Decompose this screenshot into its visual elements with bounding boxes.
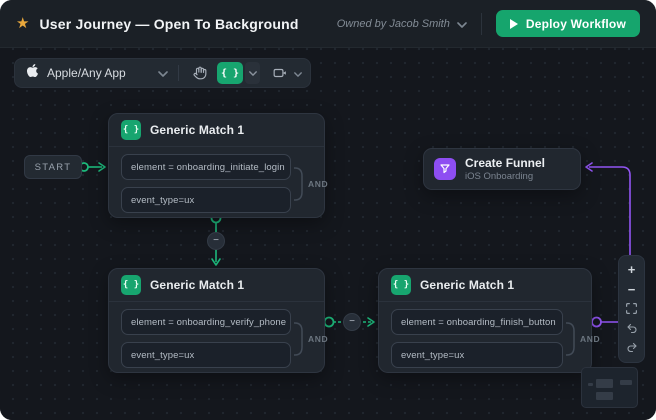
recording-camera-icon[interactable]: [269, 62, 291, 84]
edge-start-to-match1[interactable]: [79, 162, 106, 172]
node-title: Generic Match 1: [420, 278, 515, 292]
deploy-workflow-button[interactable]: Deploy Workflow: [495, 10, 640, 37]
toolbar-divider: [178, 65, 179, 81]
condition-row[interactable]: event_type=ux: [121, 342, 291, 368]
remove-edge-button[interactable]: −: [343, 313, 361, 331]
app-selector-dropdown[interactable]: Apple/Any App: [26, 63, 168, 83]
undo-button[interactable]: [621, 320, 642, 337]
fit-view-button[interactable]: [621, 300, 642, 317]
apple-logo-icon: [26, 63, 39, 83]
node-generic-match-2[interactable]: { } Generic Match 1 element = onboarding…: [108, 268, 328, 373]
canvas-toolbar: Apple/Any App { }: [14, 58, 311, 88]
and-operator: AND: [566, 309, 600, 368]
header-divider: [480, 12, 482, 35]
zoom-in-button[interactable]: +: [621, 261, 642, 278]
node-generic-match-1[interactable]: { } Generic Match 1 element = onboarding…: [108, 113, 328, 218]
condition-row[interactable]: event_type=ux: [391, 342, 563, 368]
minimap-node: [596, 379, 613, 388]
node-header: { } Generic Match 1: [379, 269, 591, 302]
and-bracket-icon: [294, 166, 303, 201]
minimap-node: [588, 383, 593, 386]
pan-hand-icon[interactable]: [189, 62, 211, 84]
node-header: { } Generic Match 1: [109, 114, 324, 147]
canvas-controls: + −: [618, 255, 645, 363]
condition-row[interactable]: element = onboarding_verify_phone: [121, 309, 291, 335]
page-title: User Journey — Open To Background: [39, 15, 299, 32]
condition-row[interactable]: event_type=ux: [121, 187, 291, 213]
and-operator: AND: [294, 154, 328, 213]
node-title: Generic Match 1: [150, 278, 245, 292]
condition-row[interactable]: element = onboarding_finish_button: [391, 309, 563, 335]
node-header: { } Generic Match 1: [109, 269, 324, 302]
node-create-funnel[interactable]: Create Funnel iOS Onboarding: [423, 148, 581, 190]
app-selector-value: Apple/Any App: [47, 66, 126, 80]
start-node[interactable]: START: [24, 155, 82, 179]
braces-badge-icon: { }: [121, 120, 141, 140]
and-bracket-icon: [566, 321, 575, 356]
match3-output-port[interactable]: [591, 316, 602, 328]
braces-badge-icon: { }: [391, 275, 411, 295]
owner-label: Owned by Jacob Smith: [336, 17, 450, 30]
node-subtitle: iOS Onboarding: [465, 171, 534, 182]
zoom-out-button[interactable]: −: [621, 281, 642, 298]
header-bar: ★ User Journey — Open To Background Owne…: [0, 0, 656, 48]
match-tool-chevron-icon[interactable]: [245, 62, 260, 84]
owner-chevron-down-icon[interactable]: [457, 15, 467, 33]
node-title: Create Funnel: [465, 156, 546, 170]
and-bracket-icon: [294, 321, 303, 356]
favorite-star-icon[interactable]: ★: [16, 15, 30, 32]
minimap[interactable]: [581, 367, 638, 408]
funnel-icon: [434, 158, 456, 180]
and-operator: AND: [294, 309, 328, 368]
condition-row[interactable]: element = onboarding_initiate_login: [121, 154, 291, 180]
node-title: Generic Match 1: [150, 123, 245, 137]
redo-button[interactable]: [621, 340, 642, 357]
play-icon: [509, 18, 518, 29]
node-generic-match-3[interactable]: { } Generic Match 1 element = onboarding…: [378, 268, 600, 373]
minimap-node: [596, 392, 613, 400]
remove-edge-button[interactable]: −: [207, 232, 225, 250]
camera-chevron-icon[interactable]: [294, 64, 302, 82]
workflow-canvas[interactable]: Apple/Any App { }: [0, 48, 656, 420]
minimap-node: [620, 380, 632, 385]
app-selector-chevron-icon: [158, 64, 168, 82]
braces-badge-icon: { }: [121, 275, 141, 295]
match-tool-button[interactable]: { }: [217, 62, 243, 84]
